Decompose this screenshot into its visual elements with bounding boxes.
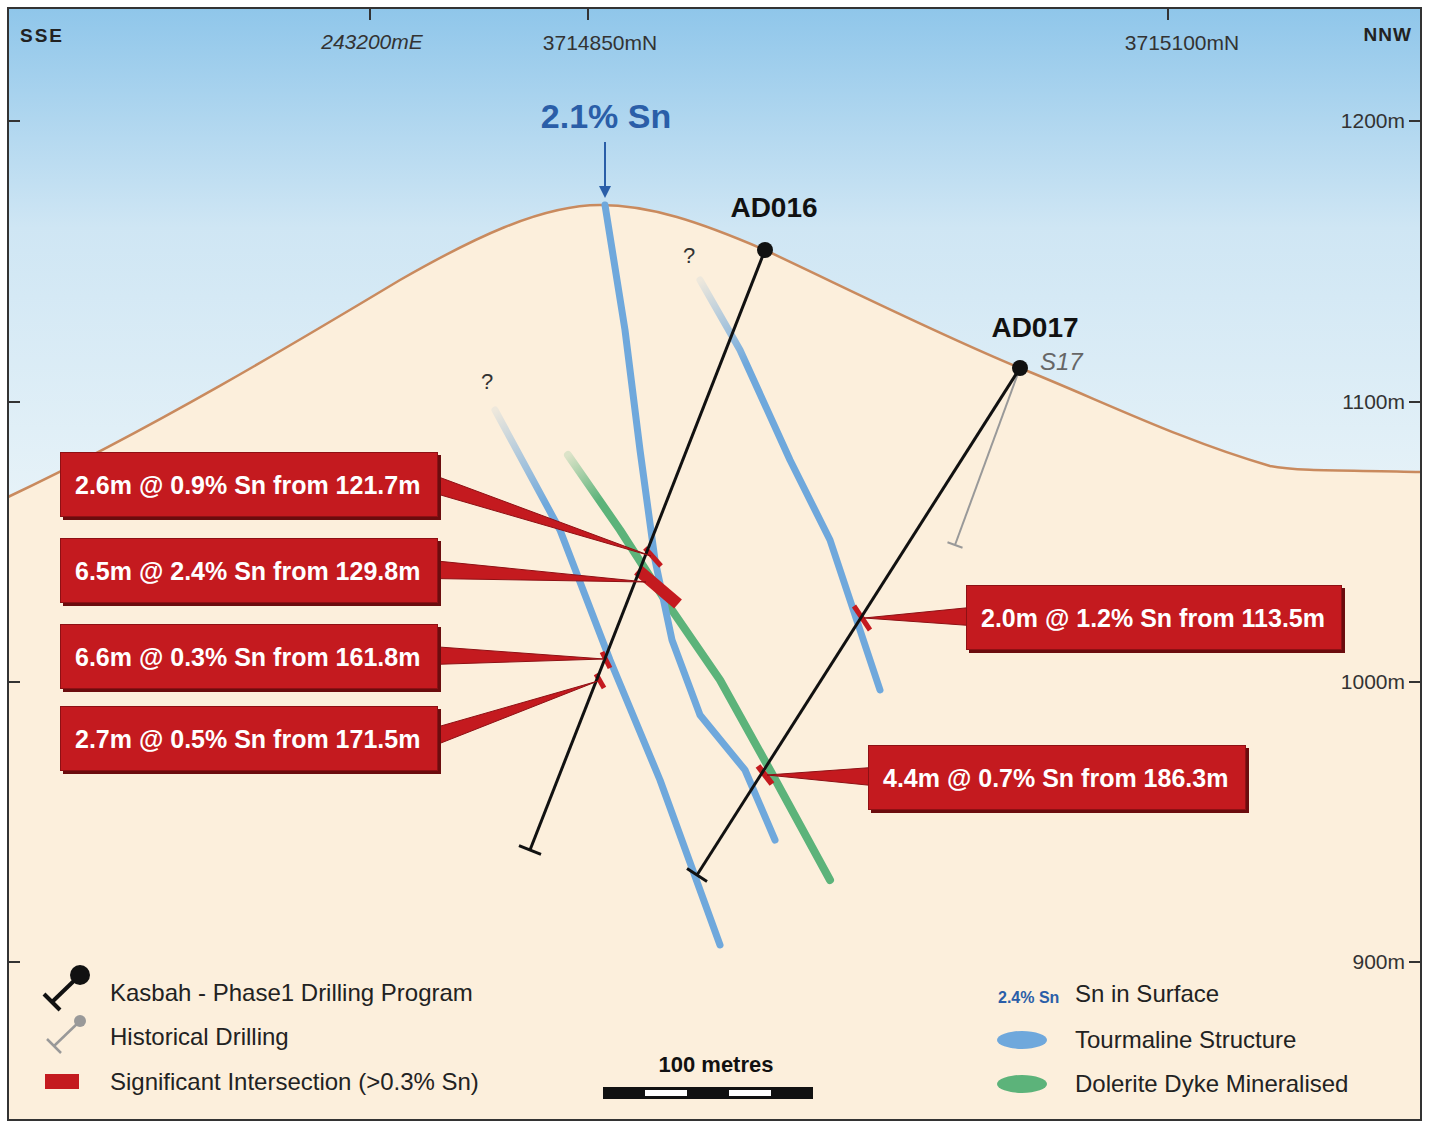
axis-label: 3714850mN: [543, 31, 657, 55]
scale-label: 100 metres: [659, 1052, 774, 1077]
section-label: 2.4% Sn: [998, 989, 1059, 1007]
intersection-callout: 2.7m @ 0.5% Sn from 171.5m: [60, 706, 438, 771]
legend-swatch: [997, 1031, 1047, 1049]
axis-ticks: [8, 8, 1421, 962]
drillhole-ad016: [530, 250, 765, 850]
intersection-text: 2.0m @ 1.2% Sn from 113.5m: [967, 603, 1339, 633]
leader-wedge: [767, 768, 872, 786]
section-label: S17: [1040, 348, 1083, 376]
intersection-text: 6.5m @ 2.4% Sn from 129.8m: [61, 556, 434, 586]
frame: [8, 8, 1421, 1120]
axis-label: 900m: [1352, 950, 1405, 974]
intersection-callout: 4.4m @ 0.7% Sn from 186.3m: [868, 745, 1246, 810]
legend-text: Sn in Surface: [1075, 980, 1219, 1008]
intersection-callout: 6.6m @ 0.3% Sn from 161.8m: [60, 624, 438, 689]
section-label: 2.1% Sn: [541, 97, 671, 136]
axis-label: NNW: [1364, 24, 1412, 46]
legend-swatch: [45, 1074, 79, 1089]
axis-label: SSE: [20, 25, 64, 47]
intersection-text: 2.7m @ 0.5% Sn from 171.5m: [61, 724, 434, 754]
section-label: ?: [683, 243, 695, 268]
leader-wedge: [432, 681, 598, 747]
surface-sample-arrow: [599, 142, 611, 198]
axis-label: 3715100mN: [1125, 31, 1239, 55]
section-label: AD016: [730, 192, 817, 224]
legend-text: Tourmaline Structure: [1075, 1026, 1296, 1054]
sky: [8, 8, 1421, 497]
intersection-text: 2.6m @ 0.9% Sn from 121.7m: [61, 470, 434, 500]
section-label: AD017: [991, 312, 1078, 344]
axis-label: 1100m: [1342, 390, 1405, 414]
axis-label: 1200m: [1341, 109, 1405, 133]
ground: [8, 8, 1421, 1120]
legend-text: Dolerite Dyke Mineralised: [1075, 1070, 1348, 1098]
tourmaline-structure: [605, 205, 775, 840]
tourmaline-structure: [495, 410, 720, 945]
axis-label: 1000m: [1341, 670, 1405, 694]
legend-symbols: [44, 965, 90, 1053]
intersection-callout: 2.0m @ 1.2% Sn from 113.5m: [966, 585, 1342, 650]
leader-wedge: [864, 608, 970, 626]
legend-text: Historical Drilling: [110, 1023, 289, 1051]
leader-wedge: [432, 561, 646, 583]
leader-wedge: [432, 475, 651, 557]
intersection-callout: 6.5m @ 2.4% Sn from 129.8m: [60, 538, 438, 603]
axis-label: 243200mE: [321, 30, 423, 54]
legend-text: Significant Intersection (>0.3% Sn): [110, 1068, 479, 1096]
leader-wedge: [432, 647, 604, 665]
legend-text: Kasbah - Phase1 Drilling Program: [110, 979, 473, 1007]
legend-swatch: [997, 1075, 1047, 1093]
intersection-text: 4.4m @ 0.7% Sn from 186.3m: [869, 763, 1242, 793]
dolerite-dyke: [568, 455, 830, 880]
intersection-callout: 2.6m @ 0.9% Sn from 121.7m: [60, 452, 438, 517]
section-label: ?: [481, 369, 493, 394]
scale-bar: [603, 1087, 813, 1099]
intersection-text: 6.6m @ 0.3% Sn from 161.8m: [61, 642, 434, 672]
